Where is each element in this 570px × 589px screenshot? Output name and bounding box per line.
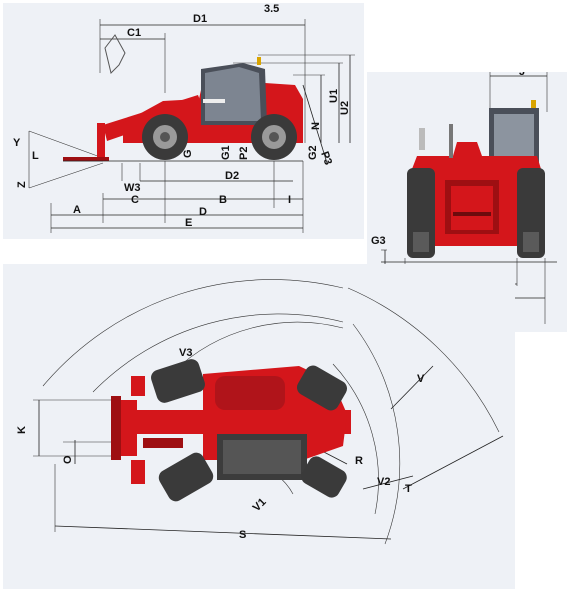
dim-u1: U1	[328, 89, 340, 103]
dim-top: J	[519, 72, 525, 78]
dim-g: G	[182, 149, 194, 158]
dim-g1: G1	[220, 145, 232, 160]
dim-k: K	[16, 426, 28, 434]
dim-v: V	[417, 373, 425, 385]
dim-l: L	[32, 150, 39, 162]
dim-c: C	[131, 194, 139, 206]
dim-a: A	[73, 204, 81, 216]
dim-u2: U2	[339, 101, 351, 115]
dim-p3: P3	[318, 150, 334, 167]
dim-e: E	[185, 217, 192, 229]
telehandler-top	[111, 359, 351, 502]
dim-i: I	[288, 194, 291, 206]
dim-d1: D1	[193, 13, 207, 25]
dim-v2: V2	[377, 476, 390, 488]
cut-label: 3.5	[264, 3, 279, 15]
dim-c1: C1	[127, 27, 141, 39]
dim-t: T	[405, 483, 412, 495]
dim-b: B	[219, 194, 227, 206]
top-view-panel: V V2 R T V1 V3 K O S	[3, 264, 515, 589]
dim-d2: D2	[225, 170, 239, 182]
dim-p2: P2	[238, 147, 250, 160]
dim-g2: G2	[307, 145, 319, 160]
dim-d: D	[199, 206, 207, 218]
dim-z: Z	[16, 181, 28, 188]
dim-r: R	[355, 455, 363, 467]
dim-s: S	[239, 529, 246, 541]
side-view-diagram: 3.5 D1 C1 U1 U2 N P3 Y L	[13, 3, 355, 233]
top-view-diagram: V V2 R T V1 V3 K O S	[16, 279, 504, 545]
dim-g3: G3	[371, 235, 386, 247]
dim-v1: V1	[251, 496, 269, 514]
side-view-panel: 3.5 D1 C1 U1 U2 N P3 Y L	[3, 3, 364, 239]
telehandler-front	[407, 100, 545, 258]
dim-v3: V3	[179, 347, 192, 359]
dim-o: O	[62, 455, 74, 464]
telehandler-side	[63, 34, 303, 161]
dim-w3: W3	[124, 182, 141, 194]
front-view-diagram: J	[371, 72, 557, 324]
dim-y: Y	[13, 137, 21, 149]
